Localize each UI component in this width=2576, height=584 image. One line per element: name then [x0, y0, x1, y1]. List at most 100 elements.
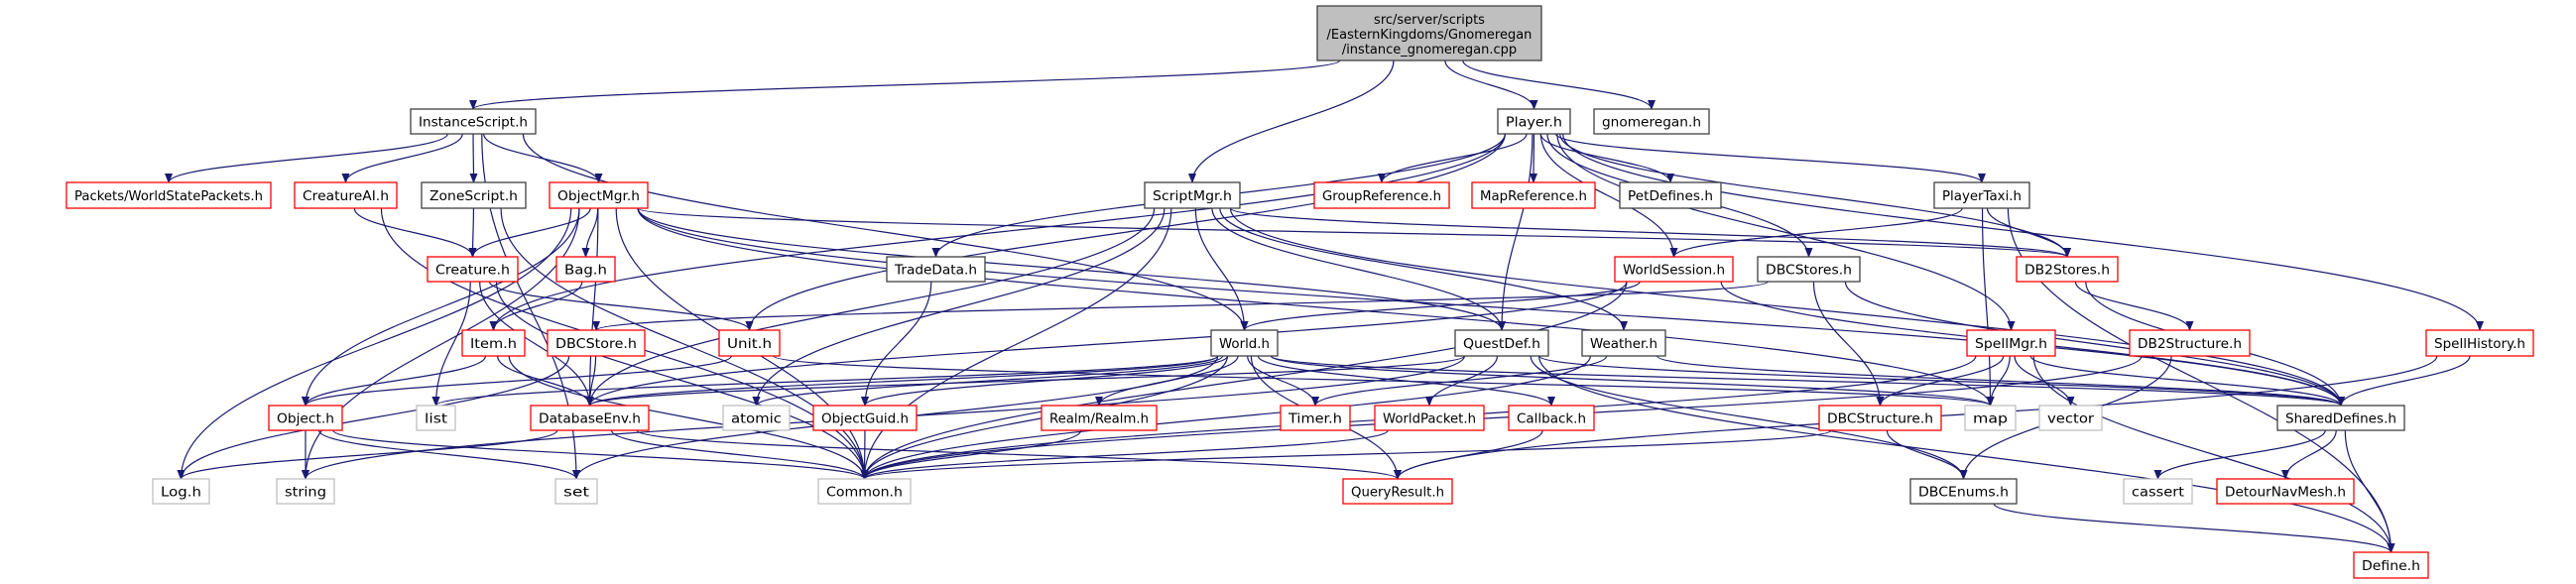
node-label: set: [563, 486, 589, 501]
edge-Creature-to-list: [431, 281, 471, 407]
node-box: [886, 256, 986, 283]
edge-ZoneScript-to-Creature: [468, 207, 477, 258]
node-PetDefines[interactable]: PetDefines.h: [1619, 181, 1722, 209]
node-box: [1933, 181, 2030, 209]
node-vector[interactable]: vector: [2038, 405, 2103, 431]
edge-PlayerTaxi-to-map: [1981, 207, 1995, 407]
node-Object[interactable]: Object.h: [268, 405, 343, 431]
node-CreatureAI[interactable]: CreatureAI.h: [294, 181, 398, 209]
node-Callback[interactable]: Callback.h: [1508, 405, 1595, 431]
node-ScriptMgr[interactable]: ScriptMgr.h: [1144, 181, 1241, 209]
node-DBCStore[interactable]: DBCStore.h: [547, 329, 646, 357]
edge-SharedDefines-to-Define: [2344, 429, 2395, 553]
edge-QuestDef-to-DatabaseEnv: [585, 355, 1465, 407]
edge-QuestDef-to-Define: [1538, 355, 2395, 553]
node-box: [530, 405, 650, 431]
node-label: ScriptMgr.h: [1153, 189, 1232, 204]
node-MapReference[interactable]: MapReference.h: [1471, 181, 1596, 209]
node-label: Define.h: [2362, 559, 2420, 574]
node-Creature[interactable]: Creature.h: [427, 256, 519, 283]
node-label: SpellMgr.h: [1975, 337, 2047, 352]
node-DatabaseEnv[interactable]: DatabaseEnv.h: [530, 405, 650, 431]
edge-SharedDefines-to-cassert: [2153, 429, 2326, 480]
node-box: [2123, 478, 2193, 505]
node-box: [1508, 405, 1595, 431]
edge-World-to-list: [431, 355, 1219, 407]
node-list[interactable]: list: [416, 405, 456, 431]
edge-Player-to-Item: [489, 133, 1506, 331]
node-Common[interactable]: Common.h: [817, 478, 912, 505]
edge-Player-to-Unit: [745, 133, 1506, 331]
edge-Player-to-SpellMgr: [1556, 133, 2016, 331]
node-DBCStores[interactable]: DBCStores.h: [1757, 256, 1861, 283]
node-QueryResult[interactable]: QueryResult.h: [1342, 478, 1453, 505]
node-label: World.h: [1219, 337, 1270, 352]
node-Unit[interactable]: Unit.h: [718, 329, 781, 357]
node-Realm[interactable]: Realm/Realm.h: [1041, 405, 1158, 431]
node-box: [152, 478, 210, 505]
edge-InstanceScript-to-ObjectMgr: [483, 133, 603, 183]
node-DB2Stores[interactable]: DB2Stores.h: [2016, 256, 2119, 283]
node-PlayerTaxi[interactable]: PlayerTaxi.h: [1933, 181, 2030, 209]
node-root[interactable]: src/server/scripts/EasternKingdoms/Gnome…: [1316, 5, 1542, 61]
node-SharedDefines[interactable]: SharedDefines.h: [2276, 405, 2405, 431]
edge-Creature-to-Unit: [488, 281, 754, 331]
root-label-line: /instance_gnomeregan.cpp: [1342, 43, 1517, 58]
edge-PlayerTaxi-to-DB2Stores: [1986, 207, 2071, 258]
node-ObjectGuid[interactable]: ObjectGuid.h: [812, 405, 918, 431]
node-box: [410, 108, 537, 135]
node-WorldSession[interactable]: WorldSession.h: [1614, 256, 1734, 283]
node-DetourNavMesh[interactable]: DetourNavMesh.h: [2216, 478, 2355, 505]
node-SpellHistory[interactable]: SpellHistory.h: [2425, 329, 2534, 357]
edge-ScriptMgr-to-QuestDef: [1211, 207, 1506, 331]
root-label-line: /EasternKingdoms/Gnomeregan: [1327, 28, 1533, 43]
edge-Player-to-DB2Stores: [1559, 133, 2071, 258]
node-ObjectMgr[interactable]: ObjectMgr.h: [549, 181, 649, 209]
edge-Player-to-SpellHistory: [1562, 133, 2484, 331]
node-TradeData[interactable]: TradeData.h: [886, 256, 986, 283]
node-QuestDef[interactable]: QuestDef.h: [1454, 329, 1549, 357]
node-DB2Structure[interactable]: DB2Structure.h: [2129, 329, 2251, 357]
node-box: [1316, 5, 1542, 61]
node-SpellMgr[interactable]: SpellMgr.h: [1966, 329, 2056, 357]
node-atomic[interactable]: atomic: [722, 405, 791, 431]
edge-Player-to-PlayerTaxi: [1554, 133, 1986, 183]
node-box: [2016, 256, 2119, 283]
edge-ScriptMgr-to-Common: [860, 207, 1172, 480]
edge-Realm-to-Common: [860, 429, 1082, 480]
node-map[interactable]: map: [1964, 405, 2017, 431]
node-gnomeregan[interactable]: gnomeregan.h: [1593, 108, 1710, 135]
node-ZoneScript[interactable]: ZoneScript.h: [421, 181, 527, 209]
node-set[interactable]: set: [554, 478, 598, 505]
node-label: Player.h: [1506, 116, 1562, 131]
edge-DatabaseEnv-to-Common: [610, 429, 869, 480]
node-DBCEnums[interactable]: DBCEnums.h: [1909, 478, 2018, 505]
node-Timer[interactable]: Timer.h: [1280, 405, 1351, 431]
node-Player[interactable]: Player.h: [1497, 108, 1571, 135]
edge-ObjectMgr-to-QuestDef: [637, 207, 1506, 331]
node-Bag[interactable]: Bag.h: [555, 256, 616, 283]
node-WorldPacket[interactable]: WorldPacket.h: [1374, 405, 1485, 431]
node-label: DBCStructure.h: [1827, 412, 1933, 427]
node-Define[interactable]: Define.h: [2353, 551, 2429, 579]
node-InstanceScript[interactable]: InstanceScript.h: [410, 108, 537, 135]
node-label: atomic: [731, 412, 782, 427]
node-label: InstanceScript.h: [419, 116, 528, 131]
node-Weather[interactable]: Weather.h: [1581, 329, 1666, 357]
edge-DBCStores-to-DBCStructure: [1812, 281, 1885, 407]
edge-ScriptMgr-to-SharedDefines: [1229, 207, 2345, 407]
node-GroupReference[interactable]: GroupReference.h: [1313, 181, 1450, 209]
edge-World-to-Callback: [1257, 355, 1555, 407]
node-World[interactable]: World.h: [1210, 329, 1279, 357]
node-Log[interactable]: Log.h: [152, 478, 210, 505]
node-string[interactable]: string: [276, 478, 335, 505]
node-Packets[interactable]: Packets/WorldStatePackets.h: [65, 181, 272, 209]
node-Item[interactable]: Item.h: [461, 329, 526, 357]
node-box: [1581, 329, 1666, 357]
node-DBCStructure[interactable]: DBCStructure.h: [1818, 405, 1942, 431]
node-label: vector: [2047, 412, 2095, 427]
node-cassert[interactable]: cassert: [2123, 478, 2193, 505]
edge-Weather-to-Common: [860, 355, 1591, 480]
edge-Creature-to-DatabaseEnv: [479, 281, 594, 407]
edge-Bag-to-Item: [489, 281, 583, 331]
